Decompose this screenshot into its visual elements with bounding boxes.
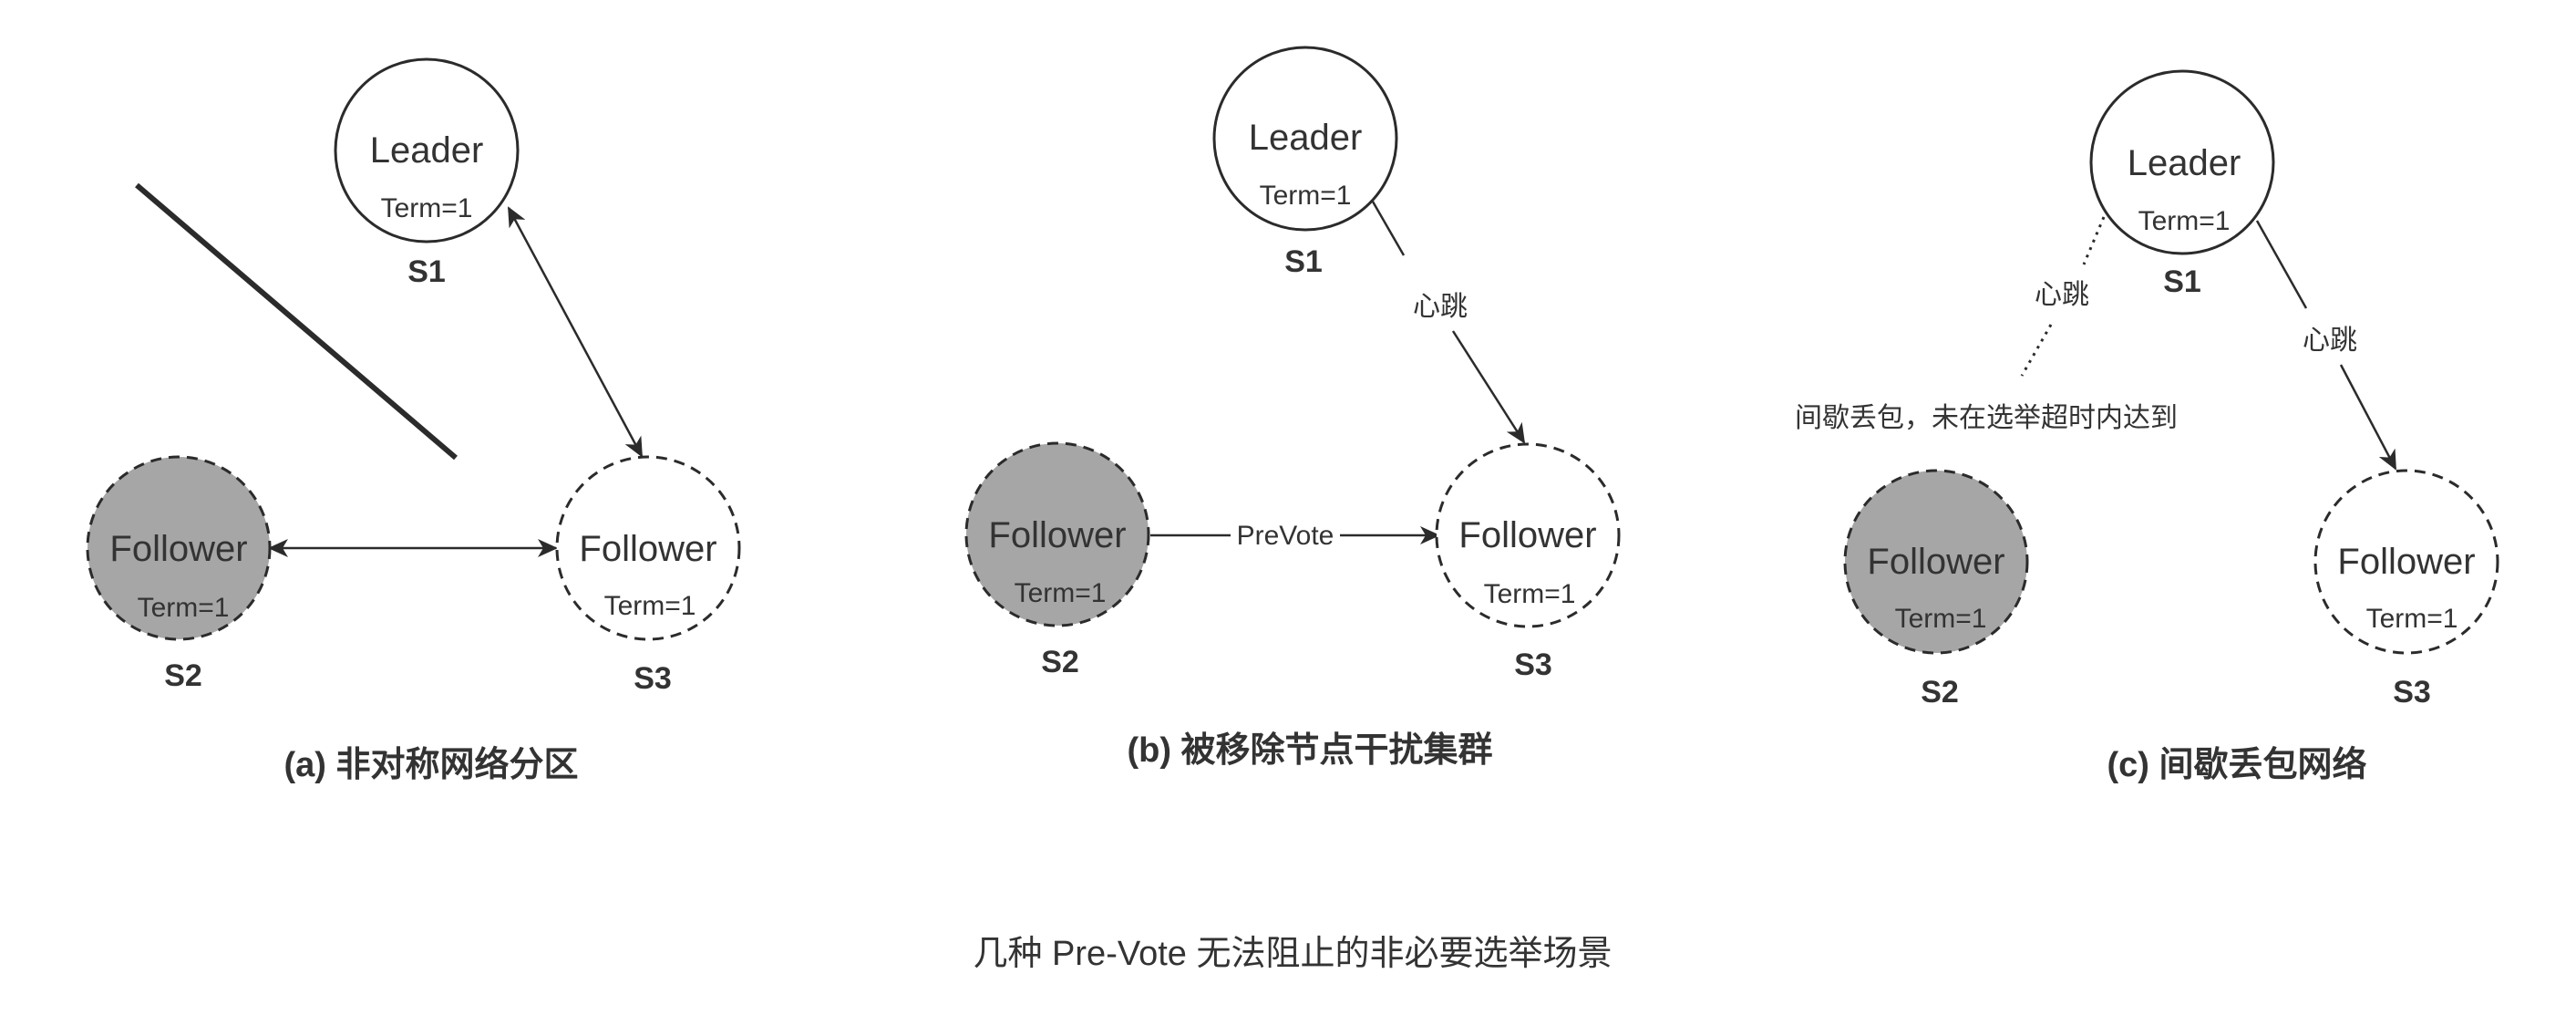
packet-loss-note: 间歇丢包，未在选举超时内达到: [1795, 403, 2178, 433]
node-role: Follower: [2337, 542, 2475, 582]
edge-label: PreVote: [1237, 521, 1334, 551]
node-term: Term=1: [138, 593, 230, 623]
node-role: Leader: [370, 130, 484, 171]
node-role: Leader: [1249, 118, 1363, 158]
edge-s1-s2-dotted-tail: [2020, 324, 2053, 377]
edge-s1-s3: [507, 206, 644, 458]
edge-s1-s2-dotted: [2082, 216, 2106, 265]
node-circle: [2089, 69, 2275, 255]
node-circle: [86, 455, 272, 641]
node-role: Follower: [109, 529, 247, 569]
node-id: S3: [2393, 675, 2431, 710]
node-id: S1: [1284, 244, 1323, 279]
node-id: S1: [407, 254, 446, 289]
node-term: Term=1: [2366, 604, 2458, 634]
node-circle: [964, 441, 1150, 627]
edge-s1-s3-tail: [1451, 330, 1526, 444]
node-b-s1: Leader Term=1 S1: [1212, 46, 1398, 279]
node-role: Leader: [2128, 143, 2241, 183]
node-term: Term=1: [381, 193, 473, 223]
node-id: S1: [2163, 264, 2201, 299]
node-term: Term=1: [2138, 206, 2231, 236]
node-b-s2: Follower Term=1 S2: [964, 441, 1150, 679]
node-id: S3: [634, 661, 672, 696]
panel-c: 心跳 心跳 间歇丢包，未在选举超时内达到 Leader Term=1 S1 Fo…: [1795, 69, 2499, 784]
node-term: Term=1: [1260, 181, 1352, 211]
node-b-s3: Follower Term=1 S3: [1435, 442, 1621, 682]
node-role: Follower: [988, 515, 1126, 555]
node-term: Term=1: [604, 591, 696, 621]
node-id: S2: [1041, 645, 1079, 679]
node-circle: [2313, 469, 2499, 655]
node-circle: [555, 455, 741, 641]
partition-line: [135, 182, 458, 461]
node-circle: [334, 57, 520, 243]
node-a-s3: Follower Term=1 S3: [555, 455, 741, 696]
node-circle: [1843, 469, 2029, 655]
panel-b: 心跳 PreVote Leader Term=1 S1 Follower Ter…: [964, 46, 1621, 770]
node-id: S2: [1921, 675, 1959, 710]
figure-title: 几种 Pre-Vote 无法阻止的非必要选举场景: [974, 935, 1613, 973]
panel-caption: (a) 非对称网络分区: [283, 745, 578, 784]
node-c-s1: Leader Term=1 S1: [2089, 69, 2275, 299]
edge-label: 心跳: [2035, 280, 2089, 310]
node-term: Term=1: [1484, 579, 1576, 609]
node-role: Follower: [579, 529, 716, 569]
node-c-s2: Follower Term=1 S2: [1843, 469, 2029, 710]
node-role: Follower: [1867, 542, 2004, 582]
node-term: Term=1: [1895, 604, 1987, 634]
node-c-s3: Follower Term=1 S3: [2313, 469, 2499, 710]
node-role: Follower: [1458, 515, 1596, 555]
edge-label: 心跳: [1413, 292, 1468, 322]
panel-caption: (c) 间歇丢包网络: [2107, 745, 2366, 784]
node-id: S2: [164, 658, 202, 693]
edge-s1-s3-tail: [2339, 364, 2397, 471]
panel-caption: (b) 被移除节点干扰集群: [1127, 730, 1492, 770]
node-circle: [1212, 46, 1398, 232]
node-a-s2: Follower Term=1 S2: [86, 455, 272, 693]
edge-s1-s3: [2255, 220, 2308, 309]
edge-label: 心跳: [2303, 326, 2357, 356]
node-a-s1: Leader Term=1 S1: [334, 57, 520, 289]
node-term: Term=1: [1015, 578, 1107, 608]
node-circle: [1435, 442, 1621, 628]
panel-a: Leader Term=1 S1 Follower Term=1 S2 Foll…: [86, 57, 741, 784]
edge-s1-s3: [1371, 201, 1406, 256]
node-id: S3: [1514, 648, 1552, 682]
